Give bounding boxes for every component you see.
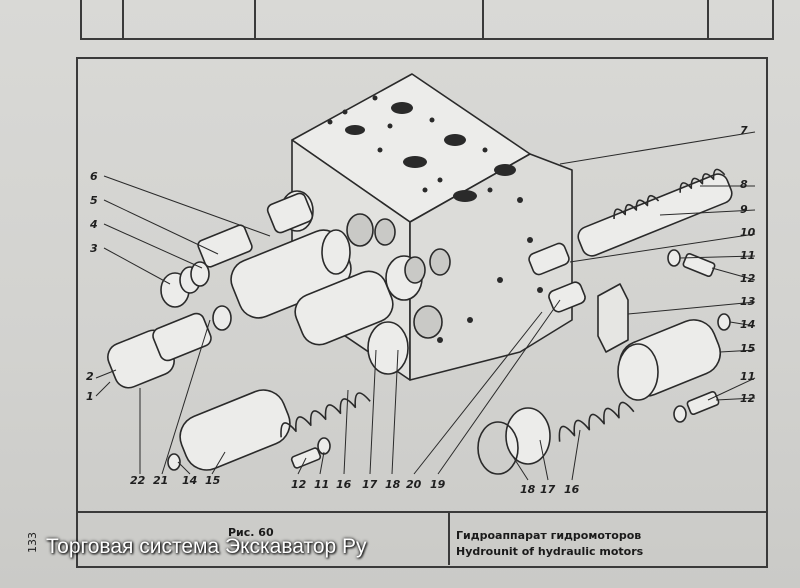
watermark-text: Торговая система Экскаватор Ру bbox=[46, 535, 367, 558]
callout-label: 12 bbox=[740, 392, 756, 405]
callout-label: 18 bbox=[520, 483, 536, 496]
callout-label: 14 bbox=[740, 318, 756, 331]
callout-label: 1 bbox=[86, 390, 94, 403]
callout-label: 15 bbox=[740, 342, 756, 355]
header-table bbox=[80, 0, 774, 40]
cylinder-lower-left bbox=[167, 321, 409, 471]
callout-label: 16 bbox=[564, 483, 580, 496]
bolt-12-11-upper bbox=[667, 249, 716, 278]
callout-label: 11 bbox=[740, 370, 756, 383]
callout-label: 20 bbox=[406, 478, 422, 491]
callout-label: 8 bbox=[740, 178, 748, 191]
callout-label: 17 bbox=[362, 478, 378, 491]
figure-title-english: Hydrounit of hydraulic motors bbox=[456, 545, 644, 558]
header-table-column bbox=[482, 0, 484, 38]
callout-label: 10 bbox=[740, 226, 756, 239]
figure-title-russian: Гидроаппарат гидромоторов bbox=[456, 529, 642, 542]
caption-column-divider bbox=[448, 513, 450, 565]
callout-label: 21 bbox=[153, 474, 169, 487]
header-table-column bbox=[122, 0, 124, 38]
callout-label: 12 bbox=[740, 272, 756, 285]
bracket-13 bbox=[597, 283, 629, 353]
callout-label: 14 bbox=[182, 474, 198, 487]
callout-label: 11 bbox=[740, 249, 756, 262]
callout-label: 6 bbox=[90, 170, 98, 183]
callout-label: 18 bbox=[385, 478, 401, 491]
header-table-column bbox=[707, 0, 709, 38]
leader-lines bbox=[95, 131, 756, 481]
bolt-12-11-right bbox=[673, 390, 720, 423]
figure-frame bbox=[76, 57, 768, 568]
figure-number: Рис. 60 bbox=[228, 526, 274, 539]
callout-label: 16 bbox=[336, 478, 352, 491]
callout-label: 22 bbox=[130, 474, 146, 487]
spring-3-4 bbox=[160, 261, 210, 308]
valve-spool-1-22 bbox=[107, 305, 232, 389]
callout-label: 5 bbox=[90, 194, 98, 207]
cylinder-left-upper bbox=[230, 229, 352, 319]
callout-label: 2 bbox=[86, 370, 94, 383]
cartridge-6 bbox=[197, 190, 314, 268]
spool-right-upper bbox=[577, 168, 733, 257]
caption-divider-line bbox=[76, 511, 766, 513]
callout-label: 4 bbox=[90, 218, 98, 231]
callout-label: 12 bbox=[291, 478, 307, 491]
valve-block-body bbox=[291, 73, 573, 381]
callout-label: 3 bbox=[90, 242, 98, 255]
callout-label: 17 bbox=[540, 483, 556, 496]
cylinder-right-lower bbox=[477, 313, 731, 475]
page-number: 133 bbox=[26, 532, 39, 553]
callout-label: 7 bbox=[740, 124, 748, 137]
callout-label: 19 bbox=[430, 478, 446, 491]
cylinder-left-middle bbox=[294, 255, 426, 346]
header-table-column bbox=[254, 0, 256, 38]
callout-label: 11 bbox=[314, 478, 330, 491]
fitting-10 bbox=[528, 242, 586, 313]
callout-label: 13 bbox=[740, 295, 756, 308]
callout-label: 9 bbox=[740, 203, 748, 216]
callout-label: 15 bbox=[205, 474, 221, 487]
